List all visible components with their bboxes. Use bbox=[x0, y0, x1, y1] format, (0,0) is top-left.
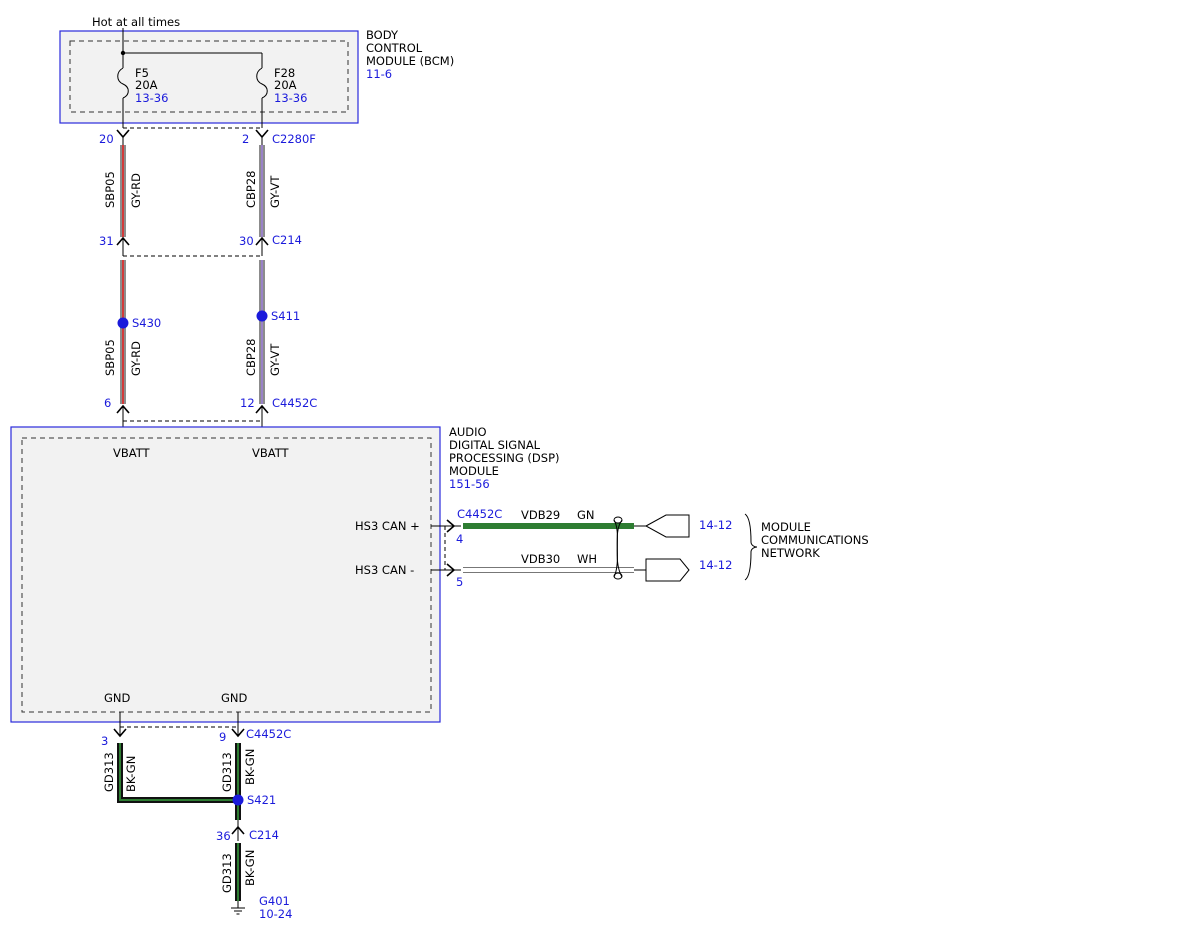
pin-number: 36 bbox=[216, 829, 231, 843]
connector-c214-upper: 31 30 C214 bbox=[99, 233, 302, 257]
pin-gnd-label: GND bbox=[104, 691, 131, 705]
offpage-flag-icon[interactable] bbox=[645, 558, 690, 582]
network-label-line: NETWORK bbox=[761, 546, 820, 560]
female-terminal-icon bbox=[231, 728, 245, 738]
wire-color-label: WH bbox=[577, 552, 597, 566]
ground-circuit: 3 9 C4452C GD313 BK-GN GD313 BK-GN S421 … bbox=[101, 712, 292, 921]
pin-vbatt-label: VBATT bbox=[252, 446, 290, 460]
female-terminal-icon bbox=[113, 728, 127, 738]
fuse-f5-rating: 20A bbox=[135, 78, 158, 92]
pin-number: 20 bbox=[99, 132, 114, 146]
fuse-f5-name: F5 bbox=[135, 66, 149, 80]
fuse-f28-name: F28 bbox=[274, 66, 295, 80]
splice-s411-icon[interactable] bbox=[256, 310, 268, 322]
connector-name[interactable]: C2280F bbox=[272, 132, 316, 146]
connector-name[interactable]: C4452C bbox=[272, 396, 317, 410]
offpage-flag-icon[interactable] bbox=[644, 514, 690, 538]
bcm-name-line: MODULE (BCM) bbox=[366, 54, 454, 68]
offpage-ref[interactable]: 14-12 bbox=[699, 558, 732, 572]
fuse-f28-rating: 20A bbox=[274, 78, 297, 92]
dsp-name-line: MODULE bbox=[449, 464, 499, 478]
pin-number: 31 bbox=[99, 234, 114, 248]
dsp-module: VBATT VBATT HS3 CAN + HS3 CAN - GND GND … bbox=[10, 425, 560, 723]
splice-s430-icon[interactable] bbox=[117, 317, 129, 329]
circuit-label: CBP28 bbox=[244, 171, 258, 209]
splice-label[interactable]: S411 bbox=[271, 309, 300, 323]
circuit-label: GD313 bbox=[220, 752, 234, 792]
male-terminal-icon bbox=[231, 825, 245, 835]
circuit-label: SBP05 bbox=[103, 171, 117, 208]
dsp-internal-boundary bbox=[21, 437, 432, 713]
fuse-f5-icon bbox=[117, 67, 129, 99]
wire-color-label: BK-GN bbox=[243, 850, 257, 886]
pin-number: 3 bbox=[101, 734, 108, 748]
bcm-outline bbox=[59, 30, 359, 124]
circuit-label: SBP05 bbox=[103, 339, 117, 376]
wire-color-label: BK-GN bbox=[124, 756, 138, 792]
connector-name[interactable]: C214 bbox=[249, 828, 279, 842]
pin-gnd-label: GND bbox=[221, 691, 248, 705]
wire-color-label: GY-RD bbox=[129, 341, 143, 376]
wire-gd313-left[interactable] bbox=[117, 743, 238, 803]
dsp-outline bbox=[10, 426, 441, 723]
splice-label[interactable]: S421 bbox=[247, 793, 276, 807]
male-terminal-icon bbox=[446, 519, 456, 533]
connector-name[interactable]: C4452C bbox=[246, 727, 291, 741]
bcm-name-line: CONTROL bbox=[366, 41, 423, 55]
wire-color-label: BK-GN bbox=[243, 749, 257, 785]
bcm-ref-link[interactable]: 11-6 bbox=[366, 67, 392, 81]
fuse-f28-ref[interactable]: 13-36 bbox=[274, 91, 307, 105]
ground-point-label[interactable]: G401 bbox=[259, 894, 290, 908]
pin-number: 9 bbox=[219, 730, 226, 744]
pin-number: 12 bbox=[240, 396, 255, 410]
hot-at-all-times-label: Hot at all times bbox=[92, 15, 180, 29]
fuse-f5-ref[interactable]: 13-36 bbox=[135, 91, 168, 105]
circuit-label: VDB29 bbox=[521, 508, 560, 522]
ground-symbol-icon bbox=[231, 907, 245, 915]
fuse-f28-icon bbox=[256, 67, 268, 99]
bcm-module: Hot at all times F5 20A 13-36 F28 20A 13… bbox=[59, 15, 454, 128]
network-label-line: COMMUNICATIONS bbox=[761, 533, 869, 547]
wire-color-label: GY-VT bbox=[268, 343, 282, 376]
pin-number: 5 bbox=[456, 575, 463, 589]
female-terminal-icon bbox=[116, 129, 130, 139]
splice-label[interactable]: S430 bbox=[132, 316, 161, 330]
dsp-name-line: DIGITAL SIGNAL bbox=[449, 438, 541, 452]
pin-number: 6 bbox=[104, 396, 111, 410]
connector-c2280f: 20 2 C2280F bbox=[99, 127, 316, 146]
bcm-internal-boundary bbox=[69, 40, 349, 113]
circuit-label: GD313 bbox=[220, 853, 234, 893]
wire-color-label: GY-RD bbox=[129, 173, 143, 208]
dsp-name-line: PROCESSING (DSP) bbox=[449, 451, 560, 465]
circuit-label: GD313 bbox=[102, 752, 116, 792]
circuit-label: CBP28 bbox=[244, 339, 258, 377]
pin-can-minus-label: HS3 CAN - bbox=[355, 563, 414, 577]
network-label-line: MODULE bbox=[761, 520, 811, 534]
dsp-name-line: AUDIO bbox=[449, 425, 487, 439]
pin-can-plus-label: HS3 CAN + bbox=[355, 519, 420, 533]
bcm-name-line: BODY bbox=[366, 28, 399, 42]
bus-junction bbox=[120, 50, 126, 56]
ground-point-ref[interactable]: 10-24 bbox=[259, 907, 292, 921]
wire-color-label: GN bbox=[577, 508, 595, 522]
splice-s421-icon[interactable] bbox=[232, 794, 244, 806]
pin-vbatt-label: VBATT bbox=[113, 446, 151, 460]
male-terminal-icon bbox=[446, 563, 456, 577]
brace-icon bbox=[744, 513, 758, 581]
female-terminal-icon bbox=[255, 129, 269, 139]
pin-number: 4 bbox=[456, 532, 463, 546]
wire-color-label: GY-VT bbox=[268, 175, 282, 208]
pin-number: 2 bbox=[242, 132, 249, 146]
circuit-label: VDB30 bbox=[521, 552, 560, 566]
pin-number: 30 bbox=[239, 234, 254, 248]
connector-name[interactable]: C214 bbox=[272, 233, 302, 247]
offpage-ref[interactable]: 14-12 bbox=[699, 518, 732, 532]
dsp-ref-link[interactable]: 151-56 bbox=[449, 477, 490, 491]
can-bus: C4452C 4 5 VDB29 GN VDB30 WH 14-12 14-12… bbox=[431, 507, 869, 589]
twisted-pair-icon bbox=[613, 519, 623, 578]
connector-name[interactable]: C4452C bbox=[457, 507, 502, 521]
